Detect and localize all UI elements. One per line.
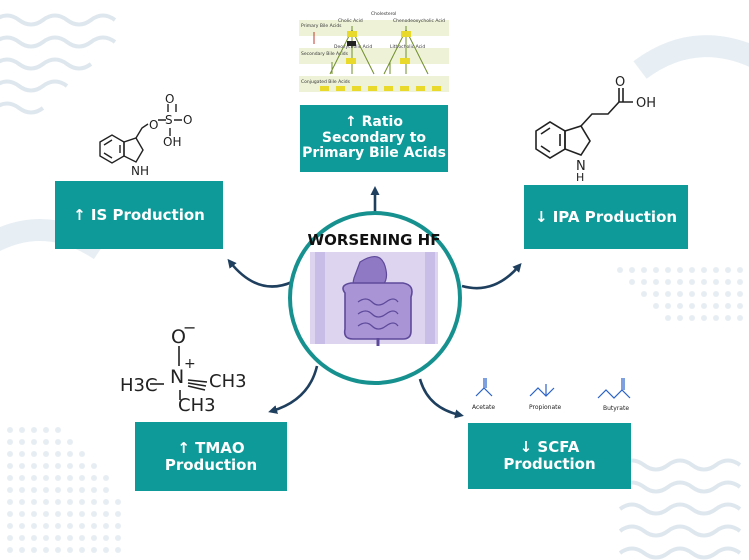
ratio-line1: ↑ Ratio — [345, 113, 403, 130]
bile-cdca-label: Chenodeoxycholic Acid — [393, 18, 445, 24]
is-o-label: O — [149, 118, 158, 132]
scfa-line1: ↓ SCFA — [519, 438, 580, 457]
scfa-acetate-label: Acetate — [472, 404, 495, 411]
scfa-butyrate-label: Butyrate — [603, 405, 629, 412]
is-s-label: S — [165, 113, 173, 127]
tmao-line1: ↑ TMAO — [177, 438, 245, 457]
tmao-ch3-right-label: CH3 — [209, 371, 247, 392]
is-nh-label: NH — [131, 164, 149, 178]
bile-cholic-label: Cholic Acid — [338, 18, 363, 24]
gut-illustration — [310, 252, 438, 346]
tmao-line2: Production — [164, 455, 258, 474]
arrow-to-is — [227, 258, 293, 288]
bile-dca-label: Deoxycholic Acid — [334, 44, 372, 50]
tmao-production-box: ↑ TMAO Production — [135, 422, 287, 491]
ipa-production-box: ↓ IPA Production — [524, 185, 688, 249]
is-o-right-label: O — [183, 113, 192, 127]
bile-primary-label: Primary Bile Acids — [301, 23, 342, 29]
bile-cholesterol-label: Cholesterol — [371, 11, 396, 17]
scfa-line2: Production — [503, 455, 596, 473]
tmao-plus-label: + — [184, 356, 196, 372]
ipa-n-label: N — [576, 159, 586, 174]
arrow-to-tmao — [268, 365, 319, 414]
ipa-production-label: ↓ IPA Production — [534, 207, 678, 226]
is-o-top-label: O — [165, 92, 174, 106]
tmao-h3c-label: H3C — [120, 375, 158, 396]
ipa-h-label: H — [576, 171, 584, 184]
arrow-to-scfa — [418, 378, 464, 419]
hub-title: WORSENING HF — [307, 231, 441, 249]
is-production-label: ↑ IS Production — [73, 205, 205, 224]
tmao-ch3-bottom-label: CH3 — [178, 395, 216, 416]
ipa-o-label: O — [615, 75, 625, 90]
is-oh-label: OH — [163, 135, 181, 149]
bile-secondary-label: Secondary Bile Acids — [301, 51, 349, 57]
bile-lca-label: Lithocholic Acid — [390, 44, 425, 50]
tmao-n-label: N — [170, 366, 184, 388]
is-production-box: ↑ IS Production — [55, 181, 223, 249]
ipa-oh-label: OH — [636, 96, 656, 111]
scfa-propionate-label: Propionate — [529, 404, 561, 411]
ratio-line2: Secondary to — [321, 129, 427, 146]
ratio-line3: Primary Bile Acids — [302, 145, 446, 162]
bile-acid-ratio-box: ↑ Ratio Secondary to Primary Bile Acids — [300, 105, 448, 172]
scfa-production-box: ↓ SCFA Production — [468, 423, 631, 489]
bile-conjugated-label: Conjugated Bile Acids — [301, 79, 351, 85]
arrow-to-ipa — [461, 262, 522, 290]
tmao-o-label: O — [171, 326, 186, 348]
tmao-minus-label: − — [183, 318, 196, 337]
